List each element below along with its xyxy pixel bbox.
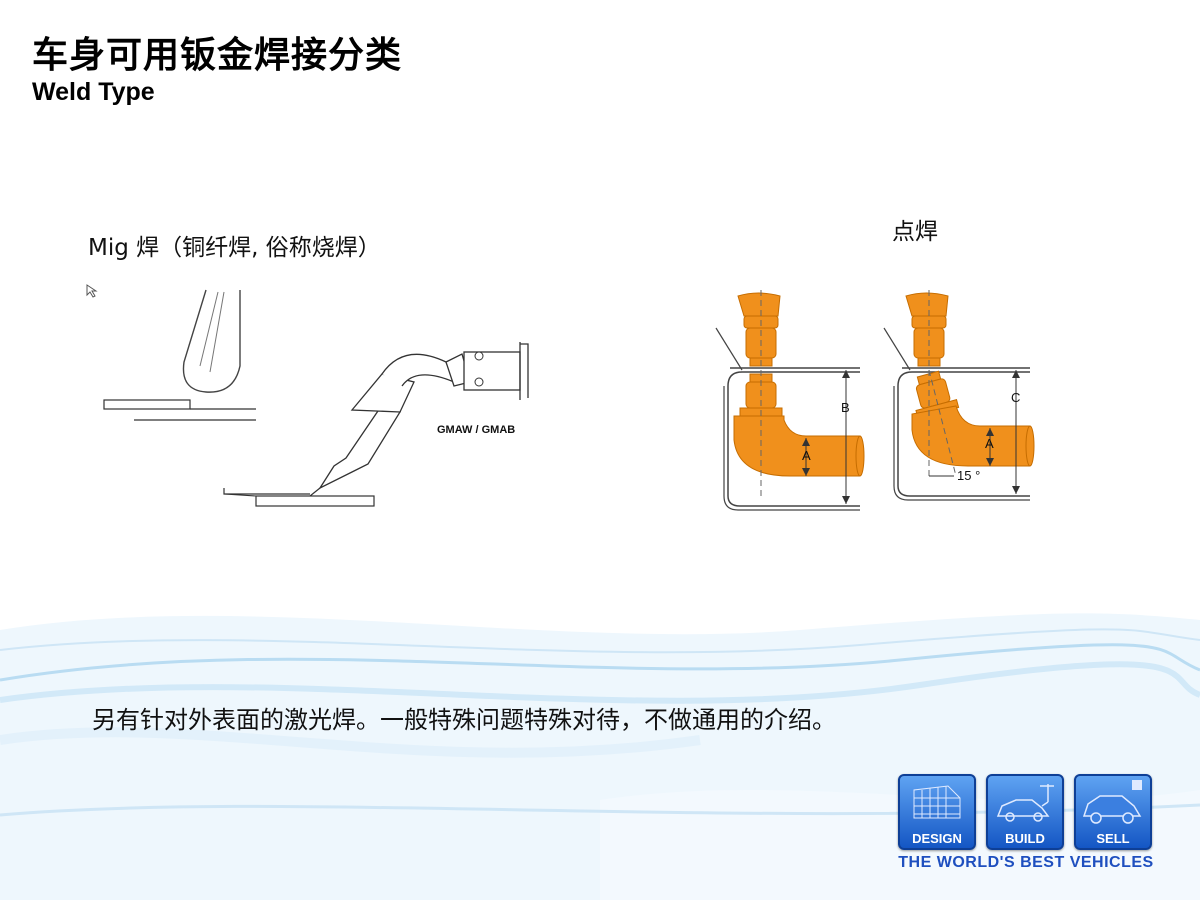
spot-weld-straight bbox=[715, 290, 865, 511]
laser-weld-note: 另有针对外表面的激光焊。一般特殊问题特殊对待，不做通用的介绍。 bbox=[92, 706, 836, 734]
brand-tagline: THE WORLD'S BEST VEHICLES bbox=[898, 854, 1154, 871]
build-label: BUILD bbox=[1005, 831, 1045, 846]
dimension-a-right-label: A bbox=[985, 436, 994, 451]
blueprint-icon bbox=[913, 785, 961, 819]
spot-weld-angled bbox=[883, 290, 1035, 501]
page-title: 车身可用钣金焊接分类 bbox=[32, 35, 403, 76]
dimension-b-label: B bbox=[841, 400, 850, 415]
page-subtitle: Weld Type bbox=[32, 78, 155, 106]
sell-label: SELL bbox=[1096, 831, 1130, 846]
gmaw-label: GMAW / GMAB bbox=[437, 424, 516, 436]
build-tile: BUILD bbox=[986, 774, 1064, 850]
sell-tile: SELL bbox=[1074, 774, 1152, 850]
robot-car-icon bbox=[996, 784, 1054, 822]
car-icon bbox=[1082, 780, 1142, 824]
angle-label: 15 ° bbox=[957, 468, 981, 483]
mig-weld-diagram bbox=[86, 284, 529, 507]
design-tile: DESIGN bbox=[898, 774, 976, 850]
mig-weld-label: Mig 焊（铜纤焊, 俗称烧焊） bbox=[88, 235, 381, 261]
dimension-a-left-label: A bbox=[802, 448, 811, 463]
spot-weld-label: 点焊 bbox=[892, 219, 938, 245]
design-label: DESIGN bbox=[912, 831, 962, 846]
dimension-c-label: C bbox=[1011, 390, 1021, 405]
spot-weld-diagram bbox=[715, 290, 1035, 511]
brand-logo: DESIGN BUILD SELL THE WORLD'S BEST VEHIC… bbox=[898, 774, 1160, 884]
